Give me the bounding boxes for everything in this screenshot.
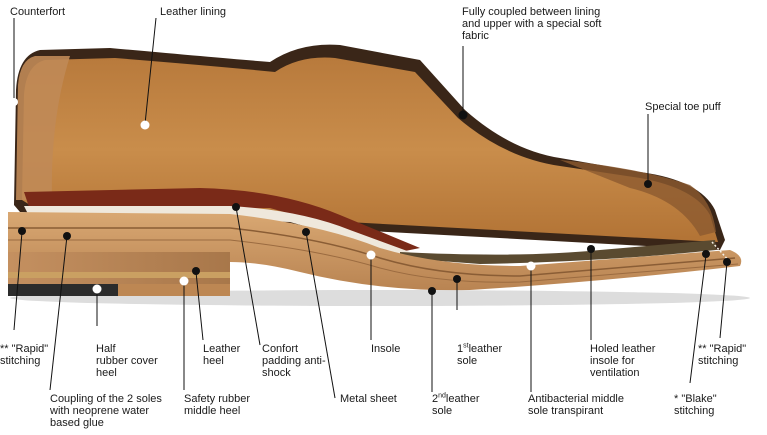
first-sole-ordinal: 1 — [457, 343, 464, 355]
dot-counterfort — [10, 98, 18, 106]
dot-blake — [702, 250, 710, 258]
label-safety-rubber: Safety rubber middle heel — [184, 393, 251, 417]
dot-coupled — [458, 110, 468, 120]
dot-confort — [232, 203, 240, 211]
dot-coupling — [63, 232, 71, 240]
dot-safety-rubber — [179, 276, 189, 286]
dot-first-sole — [453, 275, 461, 283]
heel-rubber-cover — [8, 284, 118, 296]
label-antibacterial: Antibacterial middle sole transpirant — [528, 393, 624, 417]
label-half-rubber: Half rubber cover heel — [96, 343, 158, 379]
second-sole-text: leather sole — [432, 393, 480, 417]
sole-stripe-1 — [8, 227, 736, 277]
label-second-sole: 2ndleather sole — [432, 392, 480, 417]
marker-dots — [10, 98, 731, 295]
counterfort-area — [16, 56, 70, 200]
dot-half-rubber — [92, 284, 102, 294]
label-rapid-right: ** "Rapid" stitching — [698, 343, 747, 367]
label-leather-heel: Leather heel — [203, 343, 241, 367]
padding-layer — [24, 188, 420, 252]
heel-leather-top — [118, 284, 230, 296]
label-confort: Confort padding anti- shock — [262, 343, 326, 379]
label-metal-sheet: Metal sheet — [340, 393, 397, 405]
second-sole-ordinal: 2 — [432, 393, 439, 405]
leader-lines — [13, 17, 728, 399]
stitch-line — [711, 241, 731, 263]
dot-holed-insole — [587, 245, 595, 253]
dot-leather-lining — [140, 120, 150, 130]
insole-layer — [24, 206, 410, 256]
dot-metal-sheet — [302, 228, 310, 236]
second-sole-suffix: nd — [438, 392, 446, 400]
first-sole-text: leather sole — [457, 343, 503, 367]
first-sole-suffix: st — [463, 342, 469, 350]
heel-block — [8, 252, 230, 284]
label-leather-lining: Leather lining — [160, 6, 227, 18]
dot-second-sole — [428, 287, 436, 295]
sole-body — [8, 212, 742, 291]
label-coupling: Coupling of the 2 soles with neoprene wa… — [50, 393, 162, 429]
dot-rapid-right — [723, 258, 731, 266]
dot-leather-heel — [192, 267, 200, 275]
dot-toe-puff — [644, 180, 652, 188]
dot-rapid-left — [18, 227, 26, 235]
holed-insole-band — [400, 240, 716, 264]
label-first-sole: 1stleather sole — [457, 342, 503, 367]
toe-puff-area — [560, 160, 716, 236]
label-coupled: Fully coupled between lining and upper w… — [462, 6, 602, 42]
dot-insole — [366, 250, 376, 260]
label-counterfort: Counterfort — [10, 6, 66, 18]
label-insole: Insole — [371, 343, 401, 355]
heel-rubber-middle — [8, 272, 230, 278]
label-toe-puff: Special toe puff — [645, 101, 721, 113]
label-holed-insole: Holed leather insole for ventilation — [590, 343, 656, 379]
label-rapid-left: ** "Rapid" stitching — [0, 343, 49, 367]
label-blake: * "Blake" stitching — [674, 393, 717, 417]
dot-antibacterial — [526, 261, 536, 271]
sole-stripe-2 — [8, 239, 739, 283]
